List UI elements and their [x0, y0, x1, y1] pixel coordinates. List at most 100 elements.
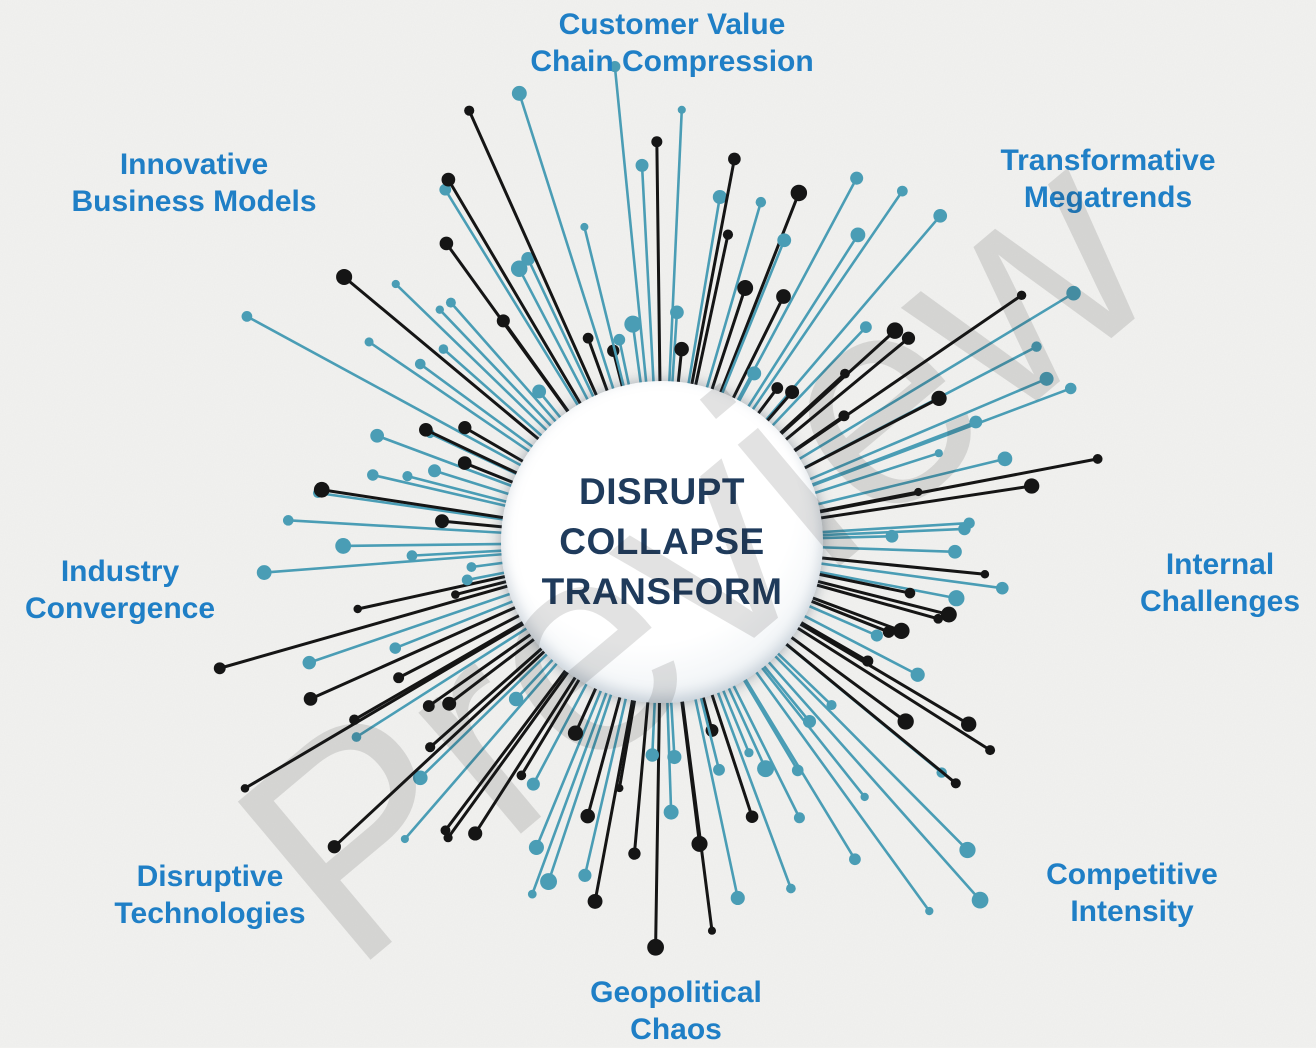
ray-dot: [674, 341, 689, 357]
center-hub: DISRUPT COLLAPSE TRANSFORM: [501, 381, 823, 703]
ray-line: [243, 615, 537, 790]
ray-dot: [882, 626, 895, 638]
ray-dot: [980, 570, 990, 579]
ray-dot: [464, 105, 475, 116]
ray-dot: [790, 184, 808, 202]
ray-dot: [651, 136, 663, 148]
hub-line-transform: TRANSFORM: [541, 571, 783, 612]
ray-dot: [400, 834, 409, 844]
ray-dot: [1023, 478, 1040, 494]
ray-line: [428, 632, 560, 749]
ray-dot: [412, 770, 428, 786]
ray-dot: [516, 770, 527, 781]
ray-dot: [457, 456, 472, 470]
ray-line: [786, 620, 992, 752]
ray-dot: [587, 893, 603, 909]
ray-dot: [667, 749, 682, 765]
ray-line: [403, 637, 580, 841]
ray-dot: [771, 382, 784, 394]
ray-line: [731, 656, 857, 861]
ray-line: [791, 553, 987, 576]
ray-dot: [511, 85, 527, 101]
ray-dot: [439, 183, 452, 196]
ray-dot: [335, 538, 352, 554]
ray-dot: [826, 700, 837, 711]
ray-line: [342, 275, 555, 453]
ray-line: [427, 620, 550, 708]
ray-dot: [785, 385, 800, 400]
ray-dot: [313, 481, 330, 498]
ray-line: [772, 387, 1073, 502]
ray-dot: [303, 692, 318, 706]
ray-dot: [958, 522, 971, 536]
ray-line: [787, 457, 1007, 513]
ray-dot: [1064, 382, 1077, 395]
label-internal-challenges: Internal Challenges: [1139, 548, 1301, 618]
ray-dot: [582, 332, 594, 344]
ray-dot: [435, 514, 449, 529]
ray-dot: [336, 268, 353, 286]
ray-dot: [391, 279, 400, 289]
ray-dot: [670, 305, 684, 320]
ray-dot: [580, 808, 595, 824]
ray-line: [744, 656, 931, 913]
ray-dot: [540, 873, 557, 891]
ray-line: [741, 214, 942, 449]
label-innovative-business-models: Innovative Business Models: [71, 148, 317, 218]
ray-line: [262, 551, 529, 574]
ray-dot: [414, 358, 426, 370]
ray-dot: [849, 853, 861, 866]
ray-dot: [282, 515, 294, 526]
ray-line: [722, 676, 767, 770]
ray-dot: [402, 471, 413, 482]
ray-line: [352, 614, 536, 722]
ray-dot: [1092, 454, 1103, 464]
ray-dot: [948, 590, 965, 607]
ray-dot: [893, 622, 910, 640]
ray-dot: [645, 748, 660, 762]
ray-dot: [609, 60, 621, 73]
ray-dot: [441, 172, 456, 187]
ray-line: [583, 667, 635, 877]
ray-dot: [1031, 341, 1042, 352]
ray-line: [796, 377, 1048, 486]
ray-dot: [364, 337, 374, 347]
ray-dot: [425, 742, 436, 753]
ray-dot: [468, 826, 483, 841]
ray-dot: [526, 777, 540, 791]
ray-dot: [1039, 371, 1054, 386]
ray-line: [666, 108, 684, 423]
ray-dot: [950, 778, 961, 789]
ray-dot: [925, 906, 934, 916]
ray-line: [517, 267, 597, 416]
ray-dot: [940, 606, 957, 623]
ray-line: [442, 347, 561, 453]
ray-dot: [527, 889, 537, 899]
ray-dot: [1016, 290, 1027, 300]
label-transformative-megatrends: Transformative Megatrends: [1000, 144, 1216, 214]
ray-line: [535, 676, 608, 849]
ray-line: [418, 362, 545, 456]
ray-dot: [896, 185, 908, 197]
ray-dot: [948, 544, 962, 559]
ray-dot: [624, 315, 642, 333]
ray-dot: [353, 604, 362, 614]
ray-dot: [367, 469, 379, 481]
ray-dot: [635, 158, 649, 172]
label-customer-value: Customer Value Chain Compression: [530, 8, 814, 78]
ray-dot: [442, 696, 457, 711]
ray-dot: [663, 804, 679, 820]
ray-dot: [1066, 285, 1081, 301]
ray-dot: [389, 642, 402, 654]
ray-dot: [959, 841, 976, 859]
ray-line: [758, 621, 958, 785]
ray-dot: [466, 562, 477, 572]
ray-line: [286, 519, 533, 536]
ray-line: [518, 92, 620, 406]
ray-dot: [728, 152, 741, 166]
ray-dot: [904, 587, 916, 599]
ray-dot: [406, 550, 418, 561]
ray-dot: [240, 784, 250, 793]
ray-line: [654, 678, 662, 949]
ray-dot: [786, 883, 796, 894]
